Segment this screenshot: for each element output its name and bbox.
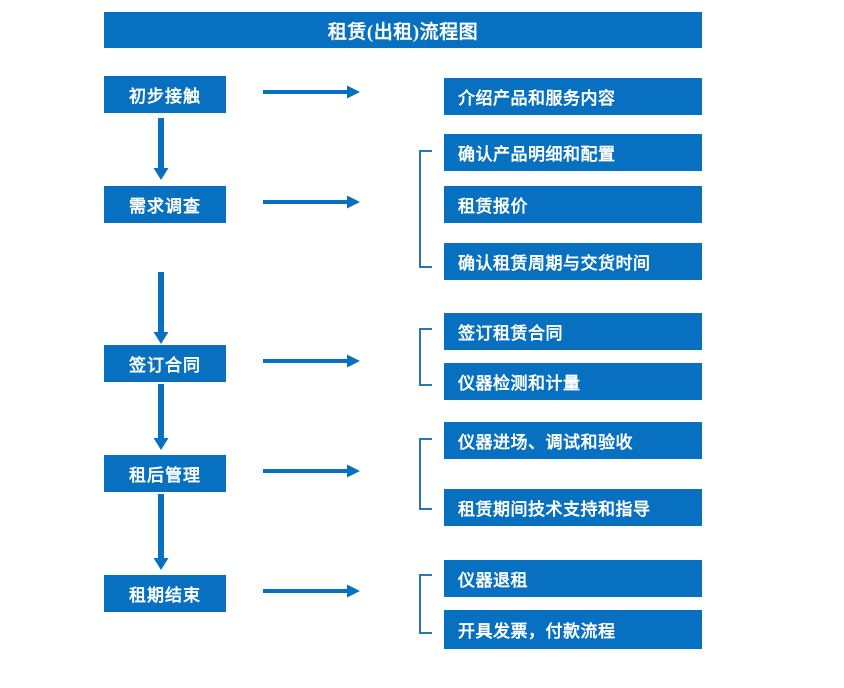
down-arrow-icon-3: [152, 384, 170, 450]
page-title: 租赁(出租)流程图: [104, 12, 702, 48]
right-arrow-icon-5: [263, 583, 360, 599]
right-arrow-icon-4: [263, 463, 360, 479]
right-arrow-icon-3: [263, 353, 360, 369]
down-arrow-icon-2: [152, 272, 170, 344]
detail-box-2-1[interactable]: 确认产品明细和配置: [444, 134, 702, 171]
detail-box-3-1[interactable]: 签订租赁合同: [444, 313, 702, 350]
detail-box-3-2[interactable]: 仪器检测和计量: [444, 363, 702, 400]
stage-box-1[interactable]: 初步接触: [104, 76, 226, 113]
detail-box-5-1[interactable]: 仪器退租: [444, 560, 702, 597]
stage-box-5[interactable]: 租期结束: [104, 575, 226, 612]
group-bracket-5: [418, 574, 434, 634]
detail-box-4-1[interactable]: 仪器进场、调试和验收: [444, 422, 702, 459]
detail-box-2-3[interactable]: 确认租赁周期与交货时间: [444, 243, 702, 280]
down-arrow-icon-1: [152, 118, 170, 180]
stage-box-3[interactable]: 签订合同: [104, 345, 226, 382]
right-arrow-icon-1: [263, 84, 360, 100]
stage-box-2[interactable]: 需求调查: [104, 186, 226, 223]
right-arrow-icon-2: [263, 194, 360, 210]
detail-box-5-2[interactable]: 开具发票，付款流程: [444, 610, 702, 649]
group-bracket-3: [418, 328, 434, 386]
stage-box-4[interactable]: 租后管理: [104, 455, 226, 492]
down-arrow-icon-4: [152, 494, 170, 570]
detail-box-2-2[interactable]: 租赁报价: [444, 186, 702, 223]
detail-box-1-1[interactable]: 介绍产品和服务内容: [444, 78, 702, 115]
detail-box-4-2[interactable]: 租赁期间技术支持和指导: [444, 489, 702, 526]
group-bracket-2: [418, 150, 434, 268]
group-bracket-4: [418, 438, 434, 510]
